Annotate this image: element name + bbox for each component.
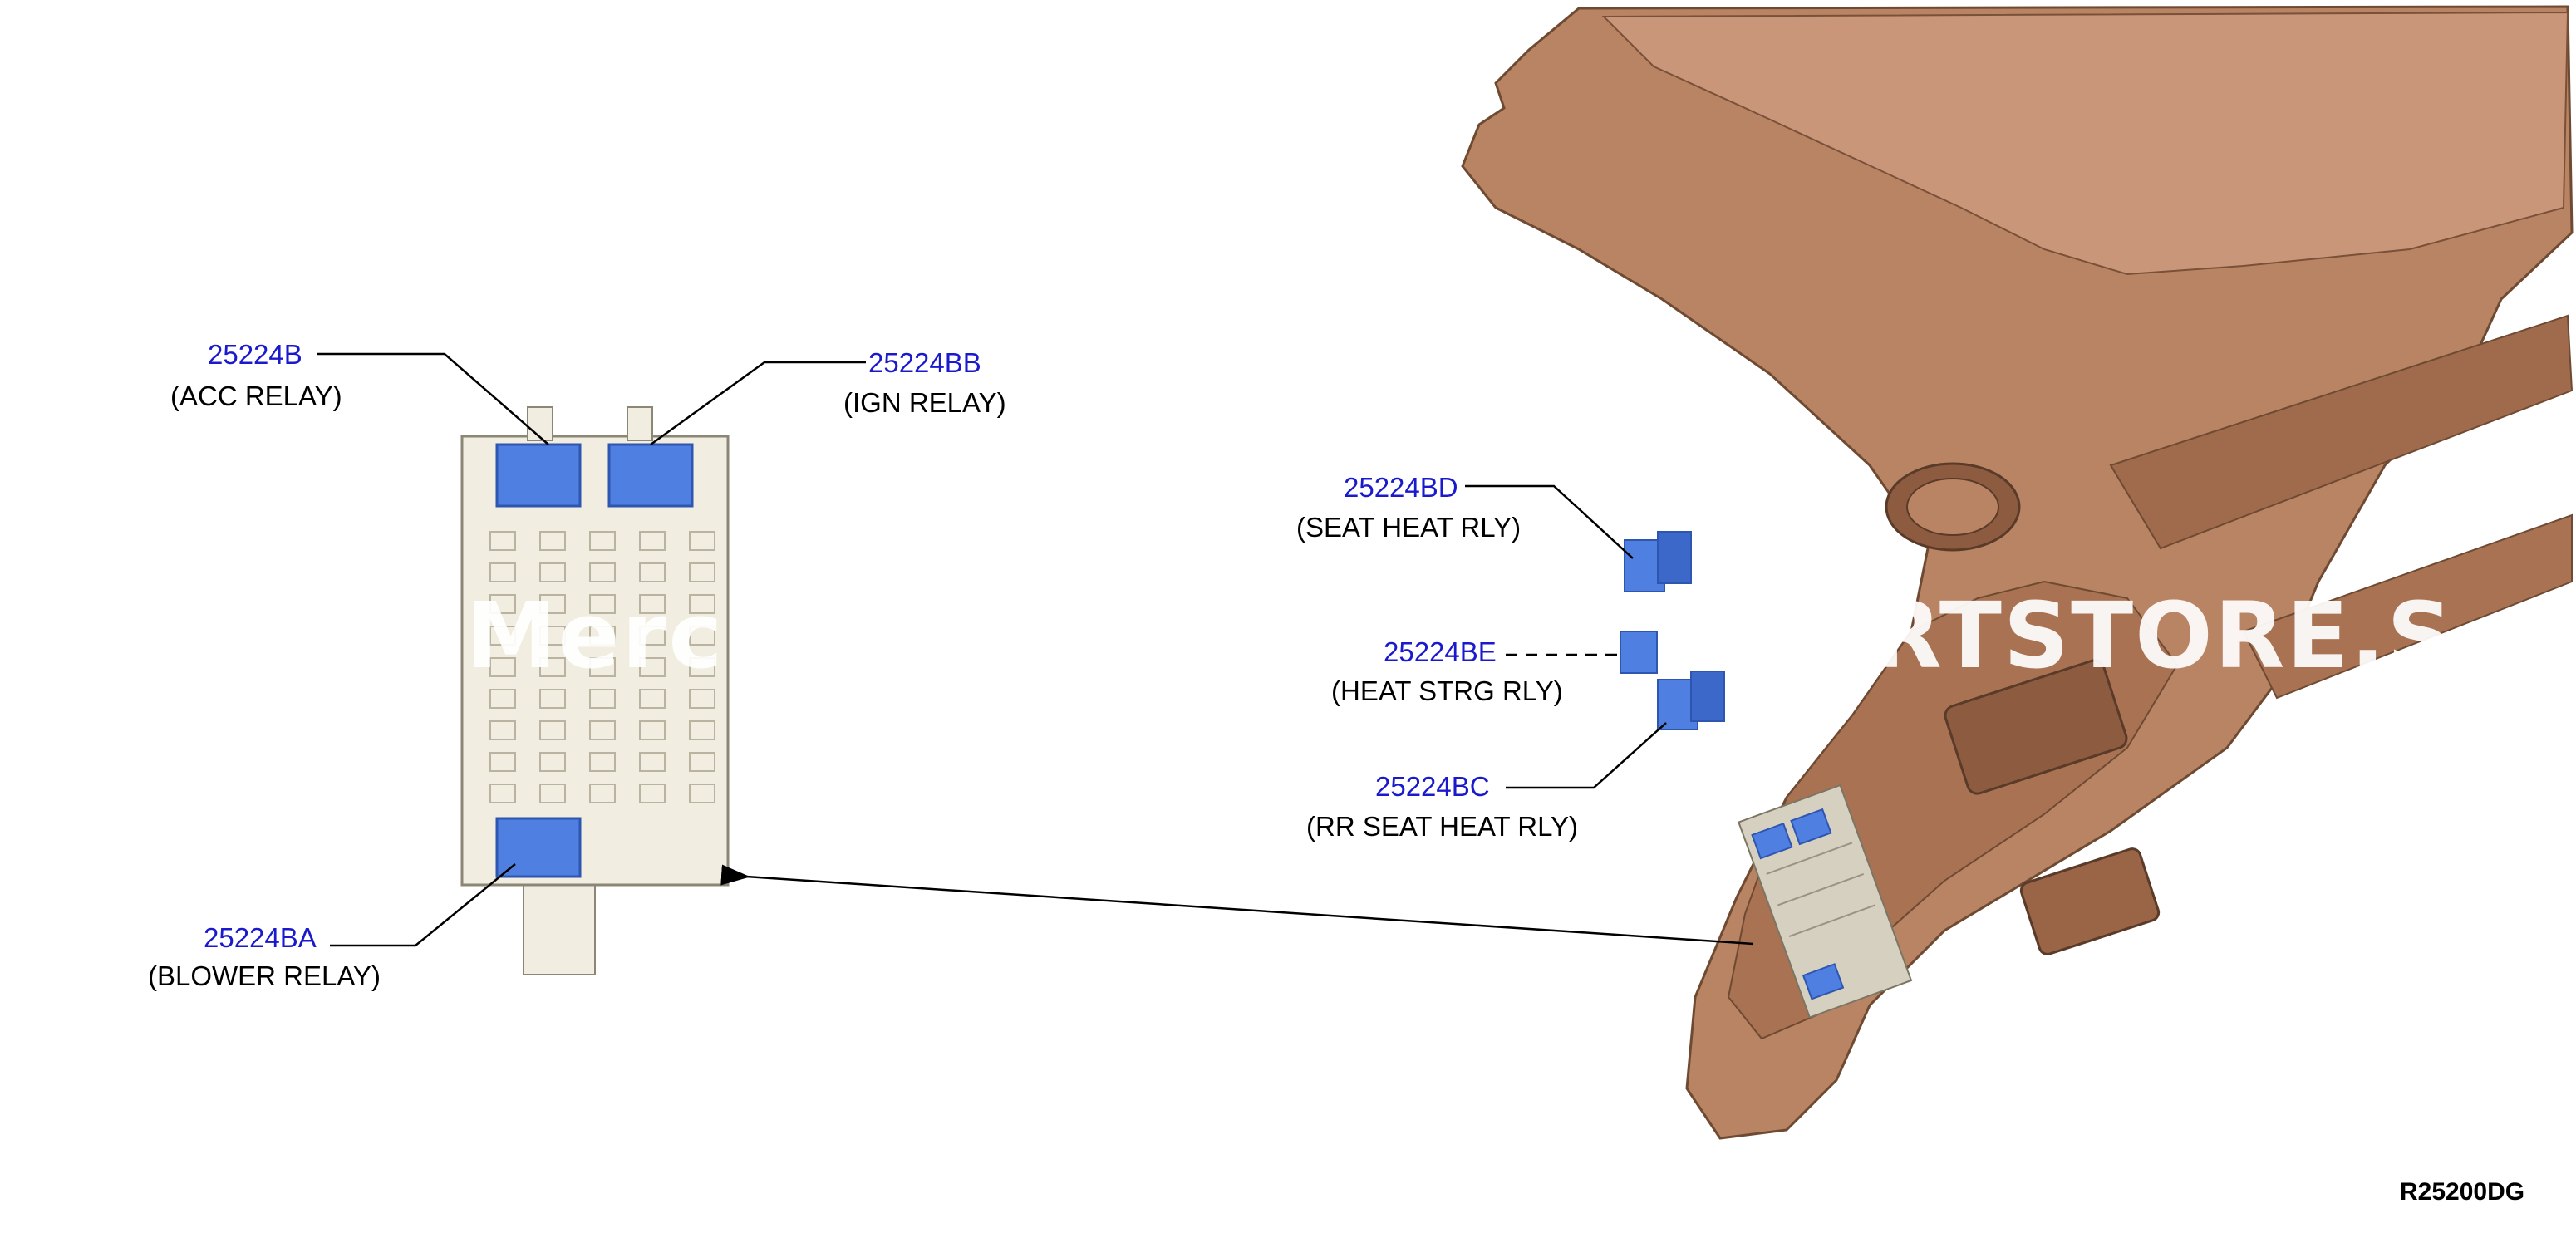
fuse-slot <box>589 720 616 740</box>
fuse-slot <box>539 689 566 709</box>
fuse-slot <box>539 562 566 582</box>
fuse-slot <box>539 594 566 614</box>
fuse-slot <box>589 752 616 772</box>
fuse-slot <box>639 657 666 677</box>
fuse-slot <box>589 657 616 677</box>
fuse-slot <box>489 689 516 709</box>
part-number-acc-relay: 25224B <box>208 339 302 370</box>
fuse-slot <box>489 562 516 582</box>
fuse-box-connector <box>523 876 596 975</box>
fuse-slot <box>589 784 616 803</box>
fuse-slot <box>689 594 715 614</box>
watermark-right: ARTSTORE.S <box>1799 582 2455 689</box>
fuse-slot <box>639 784 666 803</box>
lower-vent-grille <box>1944 659 2128 795</box>
fuse-slot <box>489 720 516 740</box>
acc-relay-block <box>495 443 582 508</box>
fuse-slot <box>539 784 566 803</box>
fuse-slot <box>639 562 666 582</box>
description-rr-seat-heat-relay: (RR SEAT HEAT RLY) <box>1306 811 1579 842</box>
ign-relay-block <box>607 443 694 508</box>
fuse-slot <box>489 657 516 677</box>
leader-rr-seat-heat <box>1506 722 1667 789</box>
description-seat-heat-relay: (SEAT HEAT RLY) <box>1296 512 1522 543</box>
leader-blower <box>330 863 516 947</box>
fuse-slot <box>639 689 666 709</box>
rr-seat-heat-relay <box>1657 671 1725 730</box>
fuse-slot <box>639 594 666 614</box>
fuse-slot <box>589 594 616 614</box>
leader-acc <box>317 352 549 445</box>
description-acc-relay: (ACC RELAY) <box>170 381 342 411</box>
heat-strg-relay <box>1620 631 1658 674</box>
fuse-slot <box>689 752 715 772</box>
leader-ign <box>650 361 866 446</box>
fuse-slot <box>489 752 516 772</box>
fuse-slot <box>539 720 566 740</box>
description-blower-relay: (BLOWER RELAY) <box>148 960 381 991</box>
fuse-slot <box>689 784 715 803</box>
fuse-slot <box>639 626 666 646</box>
fuse-slot <box>539 626 566 646</box>
fuse-slot <box>589 531 616 551</box>
leader-lines <box>317 352 1754 947</box>
description-ign-relay: (IGN RELAY) <box>843 387 1006 418</box>
fuse-slot <box>639 720 666 740</box>
fuse-slot <box>539 531 566 551</box>
fuse-slot <box>689 626 715 646</box>
fuse-box-top-tab-left <box>527 406 553 441</box>
fuse-slot <box>639 752 666 772</box>
fuse-slot <box>689 657 715 677</box>
fuse-box-top-tab-right <box>627 406 653 441</box>
fuse-slot <box>689 720 715 740</box>
fuse-slot <box>489 531 516 551</box>
dashboard-top-surface <box>1601 11 2569 276</box>
fuse-slot <box>489 626 516 646</box>
dashboard-cross-beam-lower <box>2242 513 2573 700</box>
fuse-slot <box>589 626 616 646</box>
description-heat-strg-relay: (HEAT STRG RLY) <box>1331 675 1563 706</box>
fuse-slot <box>639 531 666 551</box>
fuse-slot <box>539 657 566 677</box>
fuse-slot-grid <box>489 531 715 803</box>
dashboard-cross-beam <box>2109 314 2574 550</box>
fuse-slot <box>589 689 616 709</box>
fuse-slot <box>689 689 715 709</box>
mounted-fuse-box <box>1738 784 1913 1019</box>
fuse-slot <box>539 752 566 772</box>
fuse-box-body <box>460 435 730 887</box>
part-number-seat-heat-relay: 25224BD <box>1344 472 1458 503</box>
location-arrow <box>720 864 1754 946</box>
leader-seat-heat <box>1465 484 1634 559</box>
dashboard-main-body <box>1461 5 2574 1140</box>
side-vent-grille <box>2019 847 2161 955</box>
part-number-blower-relay: 25224BA <box>204 922 317 953</box>
fuse-box-detail <box>460 406 730 975</box>
reference-code: R25200DG <box>2400 1178 2525 1206</box>
part-number-ign-relay: 25224BB <box>868 347 981 378</box>
fuse-slot <box>489 594 516 614</box>
watermark-left: Merch <box>465 582 791 689</box>
part-number-rr-seat-heat-relay: 25224BC <box>1375 771 1490 802</box>
center-air-vent-inner <box>1906 478 1999 536</box>
fuse-slot <box>689 562 715 582</box>
dashboard-panel <box>1461 5 2574 1140</box>
fuse-slot <box>689 531 715 551</box>
seat-heat-relay <box>1624 531 1692 592</box>
fuse-slot <box>489 784 516 803</box>
part-number-heat-strg-relay: 25224BE <box>1384 636 1497 667</box>
fuse-slot <box>589 562 616 582</box>
